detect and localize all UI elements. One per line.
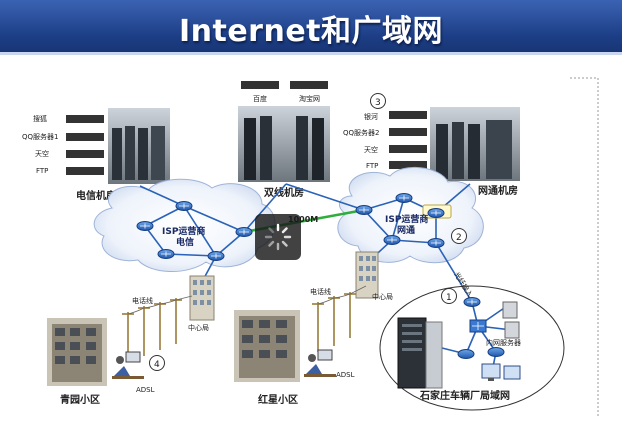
netcom-server-list: 银河 QQ服务器2 天空 FTP: [343, 111, 427, 170]
router-icon: [395, 193, 413, 203]
router-icon: [207, 251, 225, 261]
hongxing-label: 红星小区: [258, 393, 298, 406]
telecom-server-list: 搜狐 QQ服务器1 天空 FTP: [22, 114, 104, 175]
step-marker: 3: [370, 93, 386, 109]
shijiazhuang-label: 石家庄车辆厂局域网: [419, 389, 510, 402]
server-box-icon: [389, 145, 427, 153]
adsl-label: ADSL: [136, 386, 155, 394]
router-icon: [463, 297, 481, 307]
central-office-label: 中心局: [372, 292, 393, 301]
intranet-server-label: 内网服务器: [486, 338, 521, 347]
netcom-server-label: 银河: [364, 112, 378, 121]
isp-netcom-sub: 网通: [397, 224, 415, 236]
svg-text:4: 4: [154, 360, 160, 370]
intranet-server-icon: [502, 301, 520, 339]
lan-server-rack-icon: [397, 317, 443, 389]
router-icon: [355, 205, 373, 215]
isp-telecom-sub: 电信: [176, 236, 194, 248]
netcom-server-label: QQ服务器2: [343, 128, 379, 137]
telecom-server-label: 天空: [35, 149, 49, 158]
qingyuan-label: 青园小区: [60, 393, 100, 406]
netcom-server-label: FTP: [366, 162, 378, 170]
telephone-poles: [122, 295, 193, 362]
video-loading-overlay[interactable]: [255, 214, 301, 260]
central-office-label: 中心局: [188, 323, 209, 332]
telephone-poles: [312, 285, 367, 352]
central-office-building-icon: [355, 251, 379, 299]
dual-room-photo: [238, 106, 330, 182]
link-speed-label: 1000M: [288, 215, 318, 224]
server-box-icon: [389, 161, 427, 169]
svg-text:3: 3: [375, 98, 381, 108]
dual-server-list: 百度 淘宝网: [241, 81, 328, 103]
qingyuan-residence-photo: [47, 318, 107, 386]
server-box-icon: [66, 115, 104, 123]
phone-line-label: 电话线: [132, 296, 153, 305]
step-marker: 4: [149, 355, 165, 371]
netcom-room-photo: [430, 107, 520, 181]
router-icon: [136, 221, 154, 231]
page-title: Internet和广域网: [178, 14, 444, 49]
title-banner: [0, 0, 622, 52]
lan-workstation-icon: [481, 363, 521, 381]
router-icon: [383, 235, 401, 245]
server-box-icon: [66, 167, 104, 175]
telecom-server-label: 搜狐: [33, 114, 47, 123]
lan-boundary: [379, 285, 565, 411]
central-office-building-icon: [189, 275, 215, 321]
isp-netcom-label: ISP运营商: [385, 213, 428, 225]
server-box-icon: [241, 81, 279, 89]
server-box-icon: [66, 133, 104, 141]
loading-spinner-icon: [264, 223, 292, 251]
lan-switch-icon: [469, 319, 487, 333]
router-icon: [157, 249, 175, 259]
router-icon: [175, 201, 193, 211]
hongxing-residence-photo: [234, 310, 300, 382]
dual-server-label: 百度: [253, 94, 267, 103]
server-box-icon: [66, 150, 104, 158]
phone-line-label: 电话线: [310, 287, 331, 296]
frame-border: [570, 77, 599, 418]
isp-telecom-label: ISP运营商: [162, 225, 205, 237]
router-icon: [427, 208, 445, 218]
router-icon: [427, 238, 445, 248]
netcom-room-label: 网通机房: [478, 184, 518, 197]
netcom-server-label: 天空: [364, 145, 378, 154]
server-box-icon: [290, 81, 328, 89]
lan-router-icon: [457, 347, 505, 359]
home-user-pc-icon: [304, 349, 336, 377]
home-user-pc-icon: [112, 351, 144, 379]
netcom-isp-cloud: [337, 166, 484, 264]
dual-room-label: 双线机房: [264, 186, 304, 199]
telecom-server-label: FTP: [36, 167, 48, 175]
svg-text:1: 1: [446, 293, 452, 303]
step-marker: 1: [441, 288, 457, 304]
router-icons: [136, 193, 481, 307]
adsl-label: ADSL: [336, 371, 355, 379]
svg-text:2: 2: [456, 233, 462, 243]
step-marker: 2: [451, 228, 467, 244]
dual-server-label: 淘宝网: [299, 94, 320, 103]
server-box-icon: [389, 128, 427, 136]
title-underline: [0, 52, 622, 55]
telecom-room-label: 电信机房: [76, 189, 116, 202]
server-box-icon: [389, 111, 427, 119]
telecom-isp-cloud: [93, 178, 276, 273]
router-icon: [235, 227, 253, 237]
telecom-server-label: QQ服务器1: [22, 132, 58, 141]
telecom-room-photo: [108, 108, 170, 184]
